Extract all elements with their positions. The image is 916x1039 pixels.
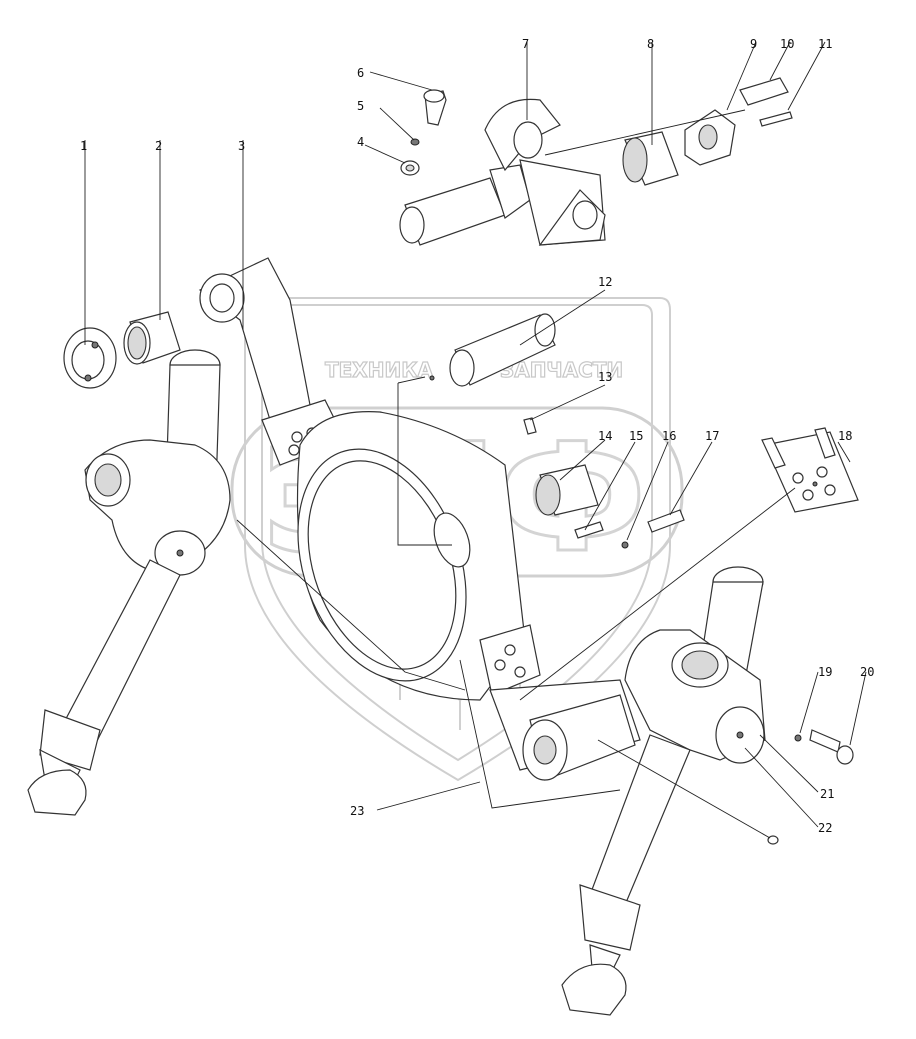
part-11-pin: [759, 111, 793, 127]
part-16-ball: [621, 541, 629, 549]
callout-11: 11: [818, 37, 832, 51]
part-13-bolt: [523, 417, 537, 435]
left-steering-knuckle: [27, 349, 231, 816]
callout-5: 5: [357, 99, 364, 113]
part-20-bolt: [809, 729, 854, 765]
callout-10: 10: [780, 37, 794, 51]
part-18-lock-plate: [761, 427, 859, 513]
part-17-pin: [647, 509, 685, 533]
part-22-bolt: [767, 835, 779, 845]
callout-6: 6: [357, 66, 364, 80]
part-6-bolt: [423, 89, 447, 126]
watermark-word-right: ЗАПЧАСТИ: [500, 358, 623, 382]
callout-22: 22: [818, 821, 832, 835]
callout-14: 14: [598, 429, 612, 443]
part-1-nut: [63, 327, 117, 389]
part-3-beam-arm: [198, 257, 346, 466]
part-19-washer: [794, 734, 802, 742]
part-9-clamp: [684, 109, 736, 166]
part-12-sensor-body: [429, 313, 556, 387]
watermark-word-left: ТЕХНИКА: [325, 358, 434, 382]
right-steering-knuckle: [522, 566, 766, 1016]
callout-18: 18: [838, 429, 852, 443]
callout-21: 21: [820, 787, 834, 801]
callout-7: 7: [522, 37, 529, 51]
part-7-steering-yoke: [399, 98, 606, 246]
part-10-pin: [739, 77, 789, 106]
callout-8: 8: [647, 37, 654, 51]
leader-lines: [84, 41, 867, 839]
callout-2: 2: [155, 139, 162, 153]
part-4-nut: [400, 160, 420, 176]
callout-19: 19: [818, 665, 832, 679]
callout-3: 3: [238, 139, 245, 153]
callout-4: 4: [357, 135, 364, 149]
callout-9: 9: [750, 37, 757, 51]
part-8-bushing: [622, 131, 679, 186]
callout-16: 16: [662, 429, 676, 443]
callout-23: 23: [350, 804, 364, 818]
callout-17: 17: [705, 429, 719, 443]
callout-20: 20: [860, 665, 874, 679]
part-2-bushing: [123, 311, 181, 365]
callout-labels: 1 2 3 4 5 6 7 8 9 10 11 12 13 14 15 16 1…: [80, 37, 874, 835]
callout-12: 12: [598, 275, 612, 289]
part-14-bushing: [535, 464, 599, 516]
callout-1: 1: [80, 139, 87, 153]
part-5-washer: [410, 138, 420, 146]
callout-15: 15: [629, 429, 643, 443]
callout-13: 13: [598, 370, 612, 384]
part-15-pin: [574, 521, 604, 539]
